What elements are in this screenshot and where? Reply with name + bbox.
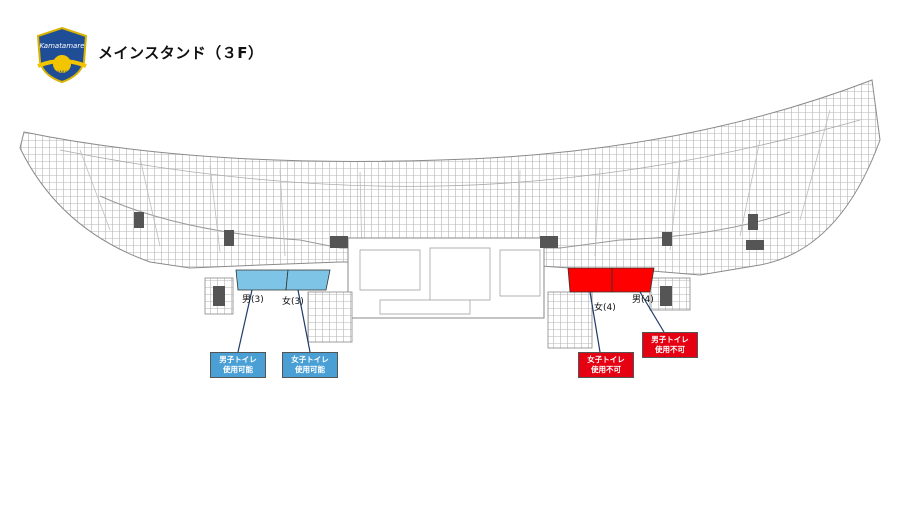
callout-male-3-line2: 使用可能 (223, 365, 253, 374)
logo-text: Kamatamare (39, 42, 84, 50)
leader-female-4 (589, 291, 601, 353)
label-female-4: 女(4) (594, 303, 616, 313)
callout-male-4: 男子トイレ 使用不可 (642, 332, 698, 358)
page-title: メインスタンド（３F） (98, 44, 264, 62)
callout-female-4-line1: 女子トイレ (587, 355, 625, 364)
toilet-area-female-3 (285, 269, 331, 291)
callout-female-3-line2: 使用可能 (295, 365, 325, 374)
label-male-3: 男(3) (242, 295, 264, 305)
callout-female-3-line1: 女子トイレ (291, 355, 329, 364)
logo-sub: SANUKI (54, 70, 71, 76)
toilet-area-male-4 (611, 267, 655, 293)
toilet-area-male-3 (235, 269, 289, 291)
label-female-3: 女(3) (282, 297, 304, 307)
leader-male-3 (237, 289, 253, 353)
callout-female-4-line2: 使用不可 (591, 365, 621, 374)
toilet-area-female-4 (567, 267, 613, 293)
callout-female-4: 女子トイレ 使用不可 (578, 352, 634, 378)
stand-outline (19, 79, 881, 349)
club-logo: Kamatamare SANUKI (36, 26, 88, 84)
leader-male-4 (639, 291, 665, 333)
label-male-4: 男(4) (632, 295, 654, 305)
callout-male-4-line2: 使用不可 (655, 345, 685, 354)
callout-male-3: 男子トイレ 使用可能 (210, 352, 266, 378)
callout-male-4-line1: 男子トイレ (651, 335, 689, 344)
callout-male-3-line1: 男子トイレ (219, 355, 257, 364)
callout-female-3: 女子トイレ 使用可能 (282, 352, 338, 378)
leader-female-3 (297, 289, 311, 353)
